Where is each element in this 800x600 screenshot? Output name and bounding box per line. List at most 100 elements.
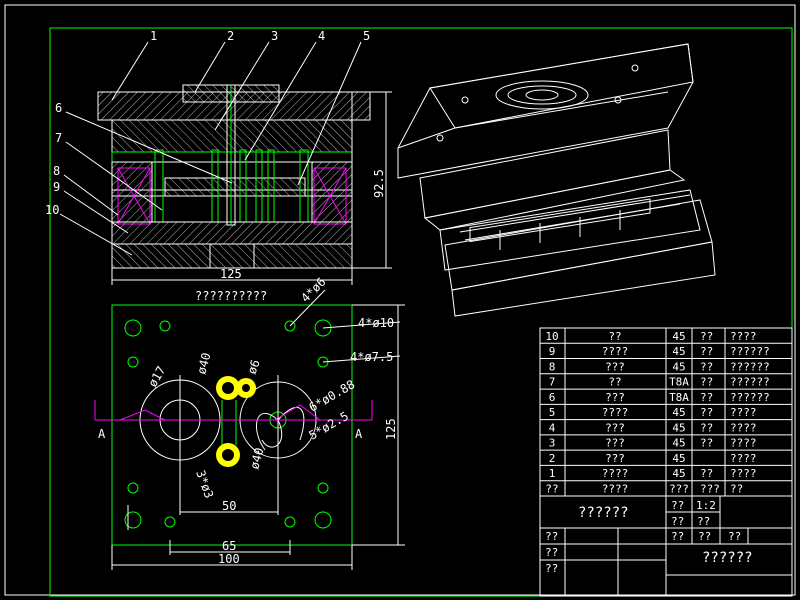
part-label-2: 2 — [227, 29, 234, 43]
parts-table-cell-no: 2 — [549, 452, 556, 465]
part-label-8: 8 — [53, 164, 60, 178]
dim-width-section: 125 — [220, 267, 242, 281]
parts-table-cell-mat: ?? — [700, 467, 713, 480]
parts-table-cell-name: ??? — [605, 452, 625, 465]
parts-table-cell-no: 9 — [549, 345, 556, 358]
parts-table-cell-mat: ?? — [700, 376, 713, 389]
title-block-row-label-2: ?? — [545, 546, 558, 559]
part-label-1: 1 — [150, 29, 157, 43]
parts-table-header-no: ?? — [545, 482, 558, 495]
parts-table-header-qty: ??? — [669, 482, 689, 495]
parts-table-cell-qty: 45 — [672, 406, 685, 419]
plan-view — [94, 304, 373, 546]
part-label-9: 9 — [53, 180, 60, 194]
parts-table-cell-qty: 45 — [672, 452, 685, 465]
parts-table-cell-mat: ?? — [700, 437, 713, 450]
part-label-5: 5 — [363, 29, 370, 43]
parts-table-cell-note: ???? — [730, 437, 757, 450]
parts-table-cell-note: ???? — [730, 467, 757, 480]
parts-table-cell-name: ?? — [608, 330, 621, 343]
parts-table-cell-name: ??? — [605, 421, 625, 434]
parts-table-cell-qty: T8A — [669, 376, 689, 389]
part-label-4: 4 — [318, 29, 325, 43]
title-block-scale: 1:2 — [696, 499, 716, 512]
parts-table-cell-qty: 45 — [672, 421, 685, 434]
parts-table-cell-note: ?????? — [730, 391, 770, 404]
dim-height-total: 92.5 — [372, 169, 386, 198]
parts-table-cell-name: ?? — [608, 376, 621, 389]
parts-table-cell-qty: 45 — [672, 330, 685, 343]
parts-table-header-name: ???? — [602, 482, 629, 495]
section-marker-left: A — [98, 427, 106, 441]
dim-width-50: 50 — [222, 499, 236, 513]
dim-holes-3x3: 3*ø3 — [193, 468, 216, 500]
isometric-view — [397, 43, 716, 317]
part-labels: 1 2 3 4 5 6 7 8 9 10 — [45, 29, 370, 256]
title-block-bottom-cell-2: ?? — [698, 530, 711, 543]
parts-table-header-mat: ??? — [700, 482, 720, 495]
parts-table-cell-no: 4 — [549, 421, 556, 434]
parts-table-cell-name: ??? — [605, 391, 625, 404]
parts-table-cell-note: ???? — [730, 330, 757, 343]
parts-table-cell-name: ??? — [605, 437, 625, 450]
title-block-bottom-cell-3: ?? — [728, 530, 741, 543]
part-label-7: 7 — [55, 131, 62, 145]
title-block-cell-c: ?? — [697, 515, 710, 528]
dim-dia-6: ø6 — [245, 358, 263, 376]
parts-table-cell-no: 7 — [549, 376, 556, 389]
title-block-row-label-3: ?? — [545, 562, 558, 575]
dim-dia-40: ø40 — [194, 351, 213, 376]
parts-table-cell-no: 1 — [549, 467, 556, 480]
parts-table-cell-qty: 45 — [672, 467, 685, 480]
title-block-title: ?????? — [578, 505, 629, 521]
dim-holes-4x10: 4*ø10 — [358, 316, 394, 330]
part-label-10: 10 — [45, 203, 59, 217]
parts-table-cell-no: 6 — [549, 391, 556, 404]
title-block — [539, 495, 793, 597]
parts-table-cell-qty: 45 — [672, 360, 685, 373]
parts-table-cell-note: ?????? — [730, 360, 770, 373]
sheet-outer-border — [4, 4, 796, 596]
dim-height-plan: 125 — [384, 418, 398, 440]
drawing-frame — [49, 27, 793, 597]
section-marker-right: A — [355, 427, 363, 441]
parts-table-cell-name: ??? — [605, 360, 625, 373]
parts-table-cell-qty: 45 — [672, 437, 685, 450]
dim-width-65: 65 — [222, 539, 236, 553]
parts-table-cell-note: ???? — [730, 421, 757, 434]
parts-table-cell-name: ???? — [602, 345, 629, 358]
parts-table-cell-no: 3 — [549, 437, 556, 450]
parts-table-cell-mat: ?? — [700, 421, 713, 434]
parts-table-cell-mat: ?? — [700, 360, 713, 373]
dim-dia-17: ø17 — [145, 364, 168, 390]
parts-table-cell-note: ???? — [730, 406, 757, 419]
title-block-cell-b: ?? — [671, 515, 684, 528]
parts-table-cell-qty: T8A — [669, 391, 689, 404]
parts-table-cell-no: 8 — [549, 360, 556, 373]
parts-table-cell-note: ?????? — [730, 345, 770, 358]
dim-holes-4x7-5: 4*ø7.5 — [350, 350, 393, 364]
parts-table-cell-note: ???? — [730, 452, 757, 465]
title-block-bottom-cell-1: ?? — [671, 530, 684, 543]
dim-dia-40b: ø40 — [247, 446, 266, 471]
parts-table-cell-name: ???? — [602, 467, 629, 480]
title-block-company: ?????? — [702, 550, 753, 566]
part-label-6: 6 — [55, 101, 62, 115]
parts-table-cell-mat: ?? — [700, 330, 713, 343]
plan-dimensions: 125 50 65 100 4*ø6 4*ø10 4*ø7.5 ø17 ø40 … — [111, 275, 405, 570]
title-block-row-label-1: ?? — [545, 530, 558, 543]
section-view — [97, 84, 371, 269]
parts-table-cell-qty: 45 — [672, 345, 685, 358]
parts-table-cell-no: 10 — [545, 330, 558, 343]
parts-table-cell-mat: ?? — [700, 345, 713, 358]
parts-table-cell-note: ?????? — [730, 376, 770, 389]
section-dimensions: 92.5 125 — [111, 91, 392, 285]
dim-width-100: 100 — [218, 552, 240, 566]
part-label-3: 3 — [271, 29, 278, 43]
parts-table-cell-name: ???? — [602, 406, 629, 419]
title-block-cell-a: ?? — [671, 499, 684, 512]
dim-holes-4x6: 4*ø6 — [298, 275, 328, 305]
parts-table-cell-mat: ?? — [700, 406, 713, 419]
parts-table-cell-mat: ?? — [700, 391, 713, 404]
